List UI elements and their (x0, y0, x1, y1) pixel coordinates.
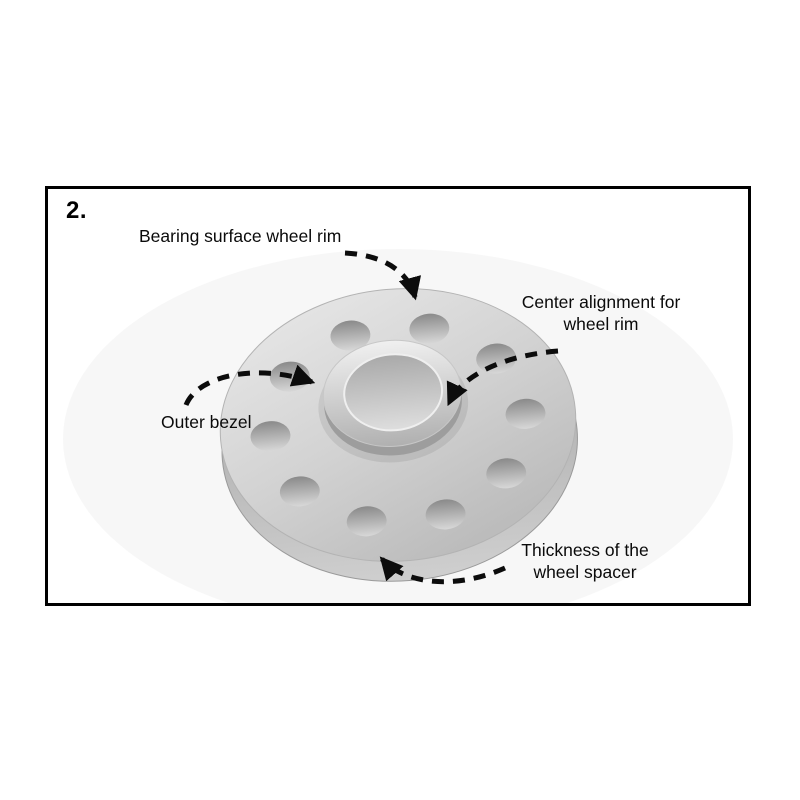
label-center-alignment: Center alignment for wheel rim (521, 292, 681, 335)
bolt-hole (486, 458, 527, 489)
label-bearing-surface: Bearing surface wheel rim (139, 226, 342, 246)
wheel-spacer-illustration (63, 249, 733, 603)
step-number: 2. (66, 197, 88, 224)
diagram-frame: 2. Bearing surface wheel rim Center alig… (45, 186, 751, 606)
arrow-center-alignment (446, 348, 559, 407)
bolt-hole (346, 506, 387, 537)
bolt-hole (250, 421, 291, 452)
bolt-hole (279, 476, 320, 507)
label-thickness: Thickness of the wheel spacer (521, 540, 649, 583)
bolt-hole (330, 320, 371, 351)
bolt-hole (409, 313, 450, 344)
label-outer-bezel: Outer bezel (161, 412, 252, 432)
arrow-outer-bezel (183, 364, 316, 407)
hub-ring (318, 339, 469, 463)
bolt-hole (505, 398, 546, 429)
center-bore (343, 353, 444, 432)
arrow-bearing-surface (344, 250, 422, 301)
bolt-hole (425, 499, 466, 530)
bolt-hole (476, 343, 517, 374)
